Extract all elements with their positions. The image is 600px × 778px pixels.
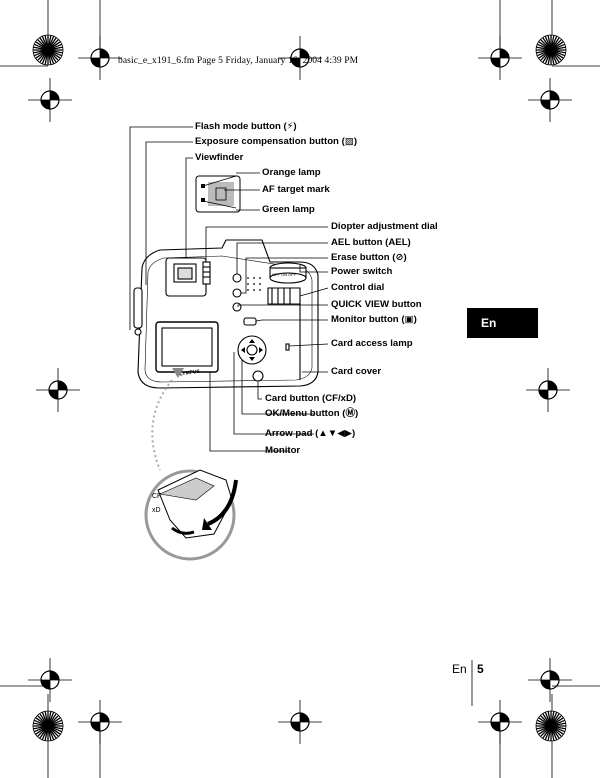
label-monitor-button: Monitor button (▣)	[331, 314, 417, 325]
viewfinder-inset	[195, 175, 241, 213]
label-card-cover: Card cover	[331, 366, 382, 377]
label-quick-view: QUICK VIEW button	[331, 299, 422, 310]
label-card-access: Card access lamp	[331, 338, 413, 349]
label-erase: Erase button (⊘)	[331, 252, 407, 263]
card-cover-detail: CF xD	[144, 368, 238, 561]
label-exposure-comp: Exposure compensation button (▨)	[195, 136, 358, 147]
svg-text:OLYMPUS: OLYMPUS	[175, 369, 201, 378]
label-orange-lamp: Orange lamp	[262, 167, 321, 178]
file-header: basic_e_x191_6.fm Page 5 Friday, January…	[118, 56, 359, 66]
label-af-target: AF target mark	[262, 184, 330, 195]
label-control-dial: Control dial	[331, 282, 385, 293]
footer-language: En	[452, 662, 467, 676]
label-flash-mode: Flash mode button (⚡)	[195, 121, 297, 132]
label-arrow-pad: Arrow pad (▲▼◀▶)	[265, 428, 356, 439]
label-monitor: Monitor	[265, 445, 301, 456]
label-ok-menu: OK/Menu button (Ⓜ)	[265, 408, 359, 419]
svg-text:xD: xD	[152, 507, 161, 514]
label-green-lamp: Green lamp	[262, 204, 315, 215]
label-card-button: Card button (CF/xD)	[265, 393, 357, 404]
label-ael: AEL button (AEL)	[331, 237, 411, 248]
camera-illustration: OFF ON OFF OLYMPUS	[133, 239, 319, 389]
leader-lines	[129, 126, 329, 452]
label-power: Power switch	[331, 266, 393, 277]
label-viewfinder: Viewfinder	[195, 152, 244, 163]
page-number: 5	[477, 662, 484, 676]
svg-text:OFF ON OFF: OFF ON OFF	[272, 272, 297, 277]
svg-text:CF: CF	[152, 493, 161, 500]
language-tab: En	[467, 308, 538, 338]
label-diopter: Diopter adjustment dial	[331, 221, 438, 232]
